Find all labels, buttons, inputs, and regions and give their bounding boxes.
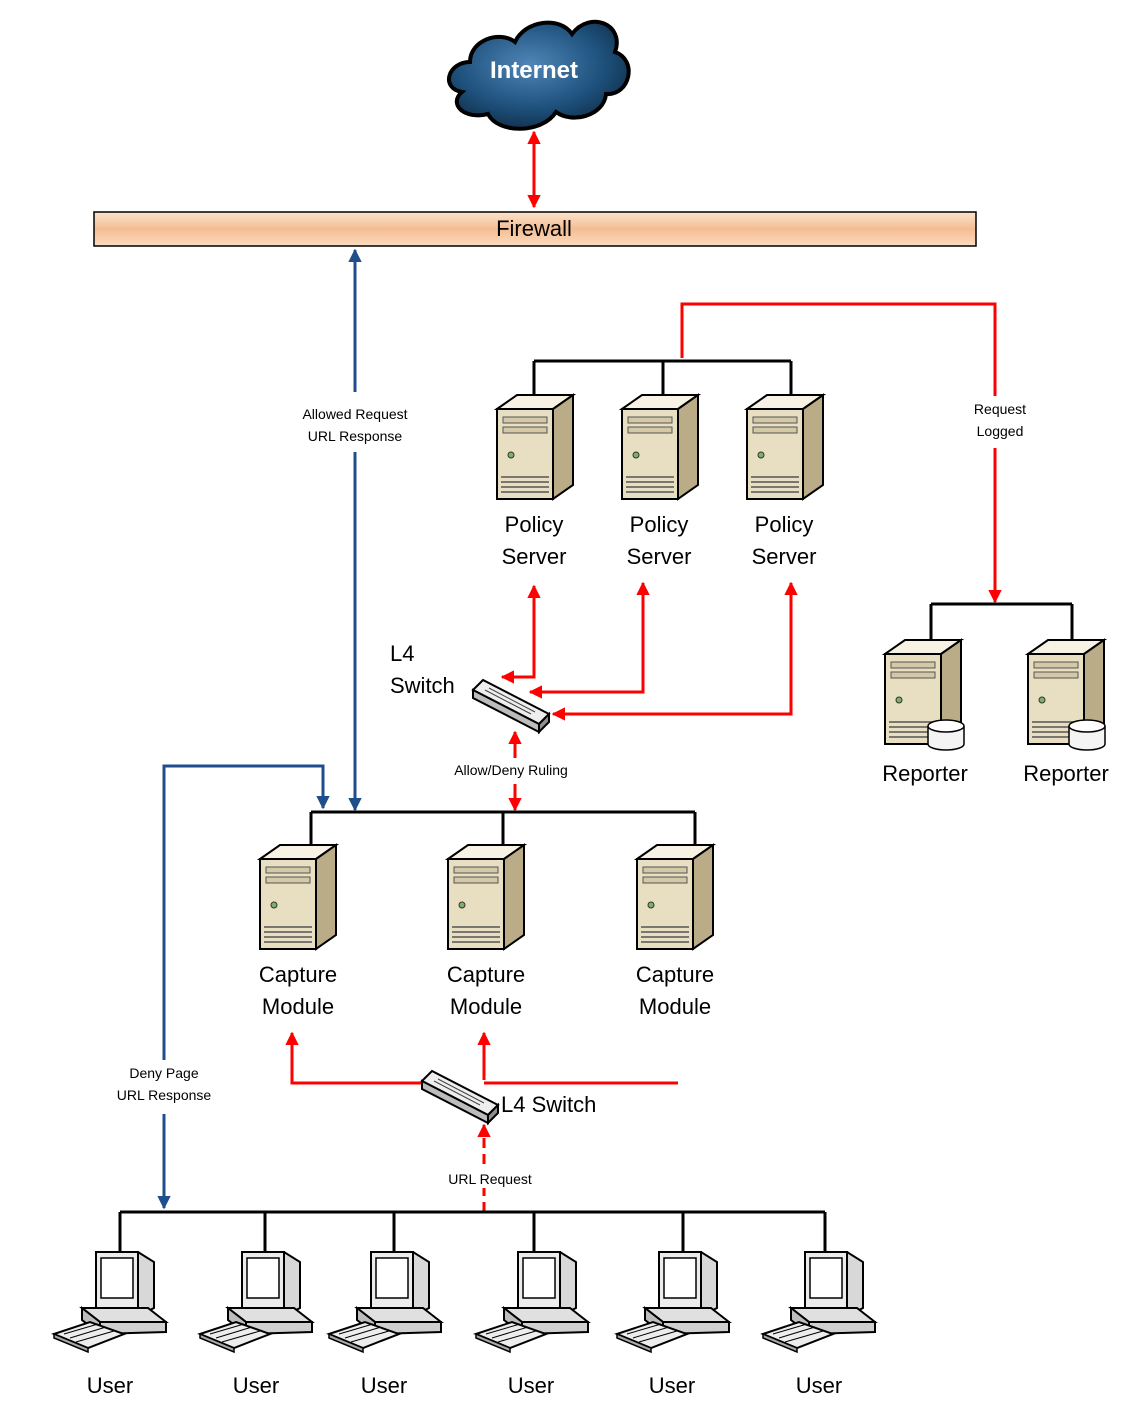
firewall: Firewall <box>93 211 977 247</box>
url-response-label: URL Response <box>308 428 403 444</box>
switch-to-policy-3 <box>551 581 798 721</box>
user-3: User <box>328 1251 442 1398</box>
capture-module-label-2b: Module <box>450 994 522 1019</box>
capture-module-1: Capture Module <box>259 844 337 1019</box>
allow-deny-label: Allow/Deny Ruling <box>454 762 568 778</box>
url-request-label: URL Request <box>448 1171 532 1187</box>
capture-module-3: Capture Module <box>636 844 714 1019</box>
policy-server-label-3b: Server <box>752 544 817 569</box>
policy-server-2: Policy Server <box>621 394 699 569</box>
reporter-1: Reporter <box>882 639 968 786</box>
reporter-2: Reporter <box>1023 639 1109 786</box>
policy-server-1: Policy Server <box>496 394 574 569</box>
capture-module-2: Capture Module <box>447 844 525 1019</box>
reporter-bus <box>929 602 1074 642</box>
capture-module-label-3b: Module <box>639 994 711 1019</box>
user-label-2: User <box>233 1373 279 1398</box>
request-logged-label-2: Logged <box>977 423 1024 439</box>
policy-server-label-2a: Policy <box>630 512 689 537</box>
top-l4-switch <box>472 679 550 733</box>
policy-server-3: Policy Server <box>746 394 824 569</box>
capture-module-label-2a: Capture <box>447 962 525 987</box>
capture-bus <box>309 810 697 850</box>
user-label-3: User <box>361 1373 407 1398</box>
policy-server-label-2b: Server <box>627 544 692 569</box>
user-5: User <box>616 1251 730 1398</box>
firewall-label: Firewall <box>496 216 572 241</box>
bottom-l4-switch <box>421 1070 499 1124</box>
policy-server-label-1b: Server <box>502 544 567 569</box>
user-label-6: User <box>796 1373 842 1398</box>
bottom-switch-label: L4 Switch <box>501 1092 596 1117</box>
capture-module-label-3a: Capture <box>636 962 714 987</box>
policy-server-label-1a: Policy <box>505 512 564 537</box>
deny-page-top-path <box>162 764 330 1060</box>
switch-to-capture-1 <box>285 1031 425 1085</box>
policy-server-label-3a: Policy <box>755 512 814 537</box>
top-switch-label-2: Switch <box>390 673 455 698</box>
switch-to-policy-1 <box>500 584 541 684</box>
deny-url-response-label: URL Response <box>117 1087 212 1103</box>
user-2: User <box>199 1251 313 1398</box>
reporter-label-2: Reporter <box>1023 761 1109 786</box>
internet-label: Internet <box>490 57 578 84</box>
allowed-request-label: Allowed Request <box>302 406 407 422</box>
user-1: User <box>53 1251 167 1398</box>
request-logged-path <box>680 302 997 396</box>
reporter-label-1: Reporter <box>882 761 968 786</box>
internet-cloud: Internet <box>447 19 631 131</box>
request-logged-label-1: Request <box>974 401 1026 417</box>
policy-server-bus <box>532 359 793 398</box>
top-switch-label-1: L4 <box>390 641 414 666</box>
switch-to-policy-2 <box>528 581 650 699</box>
user-label-1: User <box>87 1373 133 1398</box>
capture-module-label-1a: Capture <box>259 962 337 987</box>
user-bus <box>118 1210 827 1258</box>
user-label-5: User <box>649 1373 695 1398</box>
capture-module-label-1b: Module <box>262 994 334 1019</box>
user-4: User <box>475 1251 589 1398</box>
user-6: User <box>762 1251 876 1398</box>
deny-page-label: Deny Page <box>129 1065 198 1081</box>
user-label-4: User <box>508 1373 554 1398</box>
